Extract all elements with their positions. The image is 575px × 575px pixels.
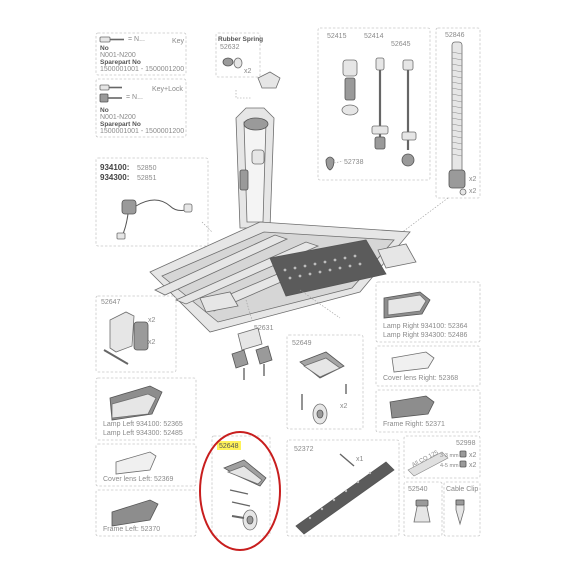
key-box: Key = N... No N001-N200 Sparepart No 150… [95,32,187,76]
top-right-parts-box: 52415 52414 52645 52738 [317,27,431,181]
arm-box: 52846 x2 x2 [384,27,481,246]
part-52645: 52645 [391,41,411,48]
svg-text:= N...: = N... [128,36,145,43]
qty-1: x2 [469,452,477,459]
box-frame-right: Frame Right: 52371 [375,389,481,433]
frame-left: Frame Left: 52370 [103,526,160,533]
wheel-holder-icon: x2 [299,351,348,425]
svg-text:x2: x2 [244,68,252,75]
svg-text:= N...: = N... [126,94,143,101]
part-52415: 52415 [327,33,347,40]
rubber-spring-title: Rubber Spring [218,36,263,43]
cable-part-2: 52851 [137,175,157,182]
bolt-size-1: 3-3 mm [440,453,459,459]
key-no-label: No [100,45,109,52]
rubber-spring-box: Rubber Spring 52632 x2 [215,32,263,78]
svg-text:x2: x2 [469,188,477,195]
cable-clip-label: Cable Clip [446,486,478,493]
part-52846: 52846 [445,32,465,39]
lamp-right-2: Lamp Right 934300: 52486 [383,332,468,339]
box-frame-left: Frame Left: 52370 [95,489,197,537]
hinge-bracket-icon [231,327,273,380]
box-cover-lens-left: Cover lens Left: 52369 [95,443,197,487]
lock-cylinder-icon [99,84,122,103]
cover-lens-right: Cover lens Right: 52368 [383,375,458,382]
keylock-sparepart-label: Sparepart No [100,121,141,128]
key-title: Key [172,38,185,45]
key-no-value: N001-N200 [100,52,136,59]
part-52540: 52540 [408,486,428,493]
frame-holder-knob [401,59,417,167]
strap-buckle-icon [413,499,431,523]
highlight-label-bg [217,441,241,450]
svg-text:x1: x1 [356,456,364,463]
box-lamp-left: Lamp Left 934100: 52365 Lamp Left 934300… [95,377,197,441]
highlight-circle [199,431,281,551]
frame-holder-clamp [341,59,359,116]
part-52414: 52414 [364,33,384,40]
lock-housing-icon: x2 x2 [103,311,156,365]
qty-2: x2 [469,462,477,469]
lamp-right-1: Lamp Right 934100: 52364 [383,323,468,330]
keylock-no-value: N001-N200 [100,114,136,121]
threaded-arm-icon: x2 x2 [448,41,477,196]
cable-clip-icon [455,499,465,526]
lamp-left-2: Lamp Left 934300: 52485 [103,430,183,437]
highlighted-part-52648[interactable]: 52648 [199,431,281,551]
license-plate-holder-icon: x1 [295,453,395,535]
svg-text:x2: x2 [148,339,156,346]
cable-model-2: 934300: [100,173,129,182]
keylock-box: Key+Lock = N... No N001-N200 Sparepart N… [95,78,187,138]
keylock-no-label: No [100,107,109,114]
part-52631: 52631 [254,325,274,332]
part-52738: 52738 [344,159,364,166]
box-cable-clip: Cable Clip [443,481,481,537]
rubber-spring-partno: 52632 [220,44,240,51]
bike-carrier-assembly [149,71,417,333]
part-52647: 52647 [101,299,121,306]
bolt-size-2: 4-5 mm [440,463,459,469]
frame-right: Frame Right: 52371 [383,421,445,428]
part-52631-group: 52631 [231,325,274,380]
box-52372: 52372 x1 [286,439,400,537]
box-cover-lens-right: Cover lens Right: 52368 [375,345,481,387]
box-52540: 52540 [403,481,443,537]
svg-text:x2: x2 [148,317,156,324]
key-icon [99,36,124,43]
keylock-title: Key+Lock [152,86,183,93]
box-52647: 52647 x2 x2 [95,295,177,373]
box-lamp-right: Lamp Right 934100: 52364 Lamp Right 9343… [375,281,481,343]
box-52649: 52649 x2 [286,334,364,430]
part-52998: 52998 [456,440,476,447]
cable-box: 934100: 52850 934300: 52851 [95,157,209,247]
lamp-left-1: Lamp Left 934100: 52365 [103,421,183,428]
keylock-sparepart-value: 1500001001 - 1500001200 [100,128,184,135]
frame-holder-rod [371,57,389,150]
svg-text:x2: x2 [340,403,348,410]
part-52649: 52649 [292,340,312,347]
rubber-strap-icon [325,156,344,171]
box-small-parts: 52998 All CO 125 3-3 mm 4-5 mm x2 x2 [403,435,481,479]
key-sparepart-value: 1500001001 - 1500001200 [100,66,184,73]
cable-model-1: 934100: [100,163,129,172]
part-52372: 52372 [294,446,314,453]
wheel-holder-part-icon [223,459,267,531]
wiring-harness-icon [116,199,193,240]
rubber-spring-icon: x2 [222,57,252,75]
cable-part-1: 52850 [137,165,157,172]
svg-text:x2: x2 [469,176,477,183]
cover-lens-left: Cover lens Left: 52369 [103,476,174,483]
part-52648: 52648 [219,443,239,450]
key-sparepart-label: Sparepart No [100,59,141,66]
